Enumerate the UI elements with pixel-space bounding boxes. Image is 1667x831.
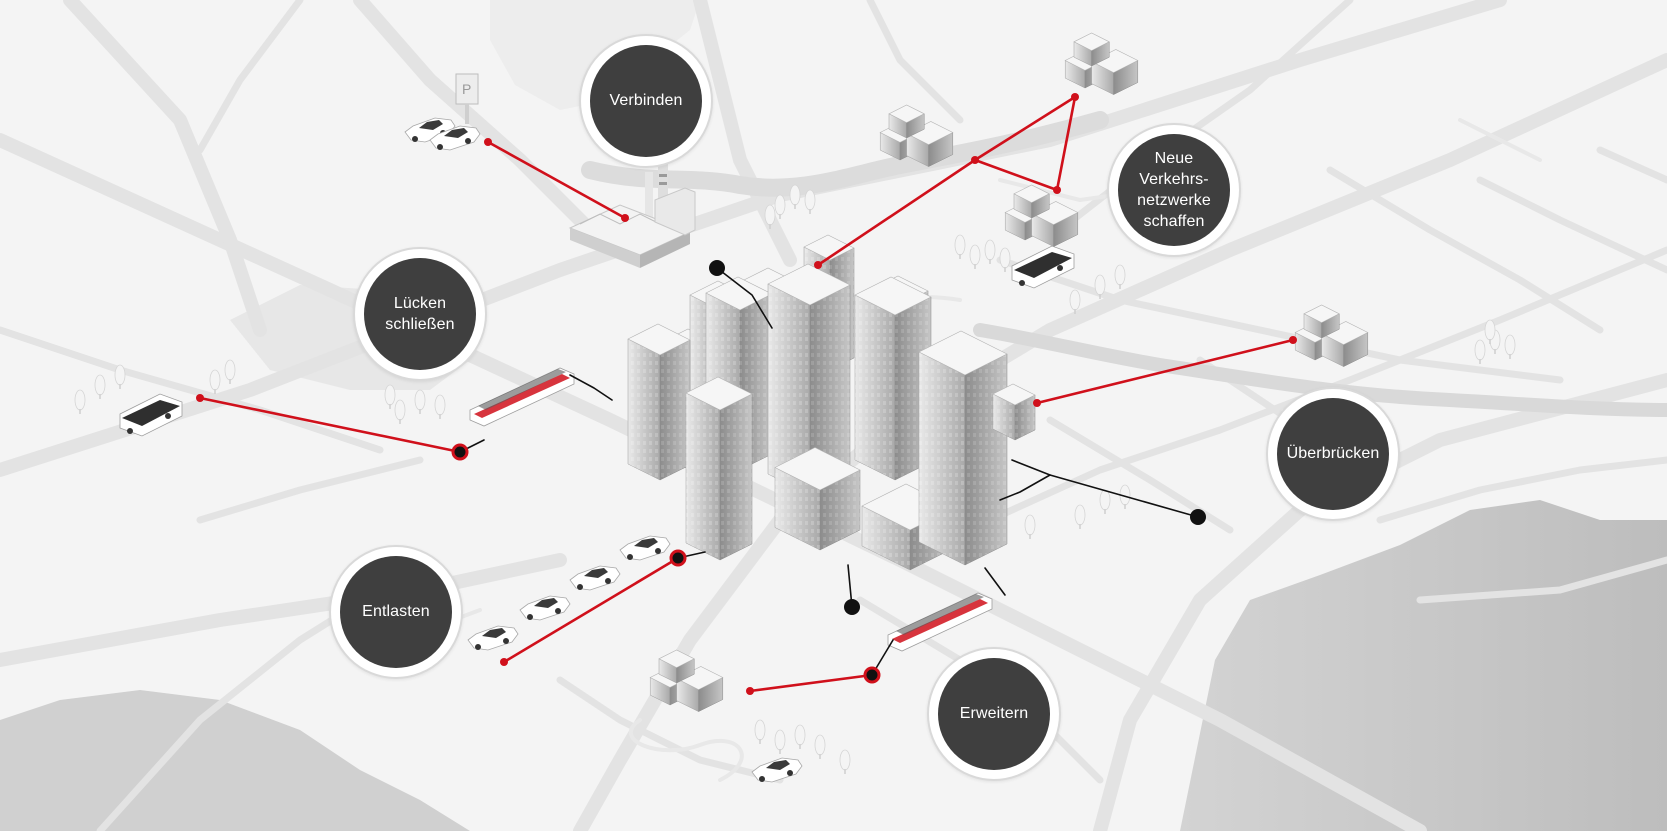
house-cluster-icon xyxy=(879,104,954,168)
house-cluster-icon xyxy=(1064,32,1139,96)
bubble-neue-verkehrsnetzwerke-label: Neue Verkehrs- netzwerke schaffen xyxy=(1137,149,1211,230)
bubble-erweitern[interactable]: Erweitern xyxy=(927,647,1061,781)
bus-icon xyxy=(119,393,183,437)
bubble-verbinden-core: Verbinden xyxy=(590,45,702,157)
bus-icon xyxy=(1011,245,1075,289)
bubble-neue-verkehrsnetzwerke-core: Neue Verkehrs- netzwerke schaffen xyxy=(1118,134,1230,246)
bubble-verbinden-label: Verbinden xyxy=(609,92,683,110)
bubble-neue-verkehrsnetzwerke[interactable]: Neue Verkehrs- netzwerke schaffen xyxy=(1107,123,1241,257)
house-cluster-icon xyxy=(649,649,724,713)
river xyxy=(581,111,1109,197)
bubble-luecken-schliessen-label: Lücken schließen xyxy=(385,294,455,333)
connector-lines xyxy=(196,93,1297,695)
svg-text:P: P xyxy=(462,81,471,97)
bubble-entlasten[interactable]: Entlasten xyxy=(329,545,463,679)
factory-icon xyxy=(568,162,696,268)
train-icon xyxy=(887,592,993,652)
car-icon xyxy=(467,625,519,651)
bubble-erweitern-core: Erweitern xyxy=(938,658,1050,770)
bubble-entlasten-label: Entlasten xyxy=(362,603,430,621)
car-icon xyxy=(751,757,803,783)
parking-sign-icon: P xyxy=(455,73,479,124)
bubble-ueberbruecken[interactable]: Überbrücken xyxy=(1266,387,1400,521)
car-icon xyxy=(519,595,571,621)
bubble-ueberbruecken-label: Überbrücken xyxy=(1286,445,1380,463)
train-icon xyxy=(469,367,575,427)
car-icon xyxy=(619,535,671,561)
bubble-luecken-schliessen-core: Lücken schließen xyxy=(364,258,476,370)
river-lower xyxy=(973,323,1667,417)
bubble-entlasten-core: Entlasten xyxy=(340,556,452,668)
house-cluster-icon xyxy=(1294,304,1369,368)
house-cluster-icon xyxy=(1004,184,1079,248)
bubble-ueberbruecken-core: Überbrücken xyxy=(1277,398,1389,510)
skyscraper-icon xyxy=(627,234,1036,571)
bubble-luecken-schliessen[interactable]: Lücken schließen xyxy=(353,247,487,381)
connector-dots xyxy=(196,93,1297,695)
bubble-verbinden[interactable]: Verbinden xyxy=(579,34,713,168)
bubble-erweitern-label: Erweitern xyxy=(959,705,1029,723)
car-icon xyxy=(569,565,621,591)
car-icon xyxy=(429,125,481,151)
tree-icon xyxy=(74,184,1516,774)
